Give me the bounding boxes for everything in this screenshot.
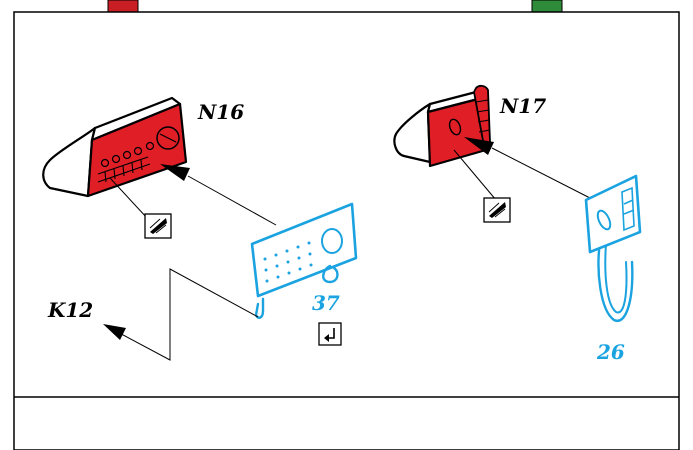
photoetch-26-detail — [621, 186, 635, 232]
bend-arrow-icon — [318, 322, 342, 346]
leader-n17-decal — [453, 149, 497, 201]
assembly-line-26 — [491, 147, 591, 199]
leader-n16-decal — [109, 177, 149, 220]
assembly-arrow-n17 — [464, 137, 494, 155]
header-tab-red — [107, 0, 139, 13]
part-n16-dial-mark — [159, 133, 177, 143]
decal-sheet-icon — [144, 213, 172, 239]
photoetch-26-slot — [596, 209, 612, 231]
photoetch-26-strap — [597, 240, 634, 323]
photoetch-37 — [250, 202, 358, 319]
label-n16: N16 — [197, 100, 244, 124]
photoetch-37-holes — [263, 241, 313, 283]
part-n16-knob-3 — [122, 150, 132, 160]
reference-arrow-k12 — [103, 324, 126, 340]
part-n16-knob-2 — [111, 154, 121, 164]
part-n16-face — [86, 102, 188, 198]
part-n16-knob-5 — [145, 141, 155, 151]
photoetch-37-plate — [250, 202, 358, 298]
part-n17-switch — [448, 118, 462, 136]
part-n17-housing — [393, 102, 432, 164]
photoetch-26-strap-inner — [604, 243, 628, 314]
part-n17 — [393, 84, 491, 168]
part-n17-post-lines — [475, 99, 491, 133]
part-n16-housing — [42, 126, 97, 198]
header-tab-green — [531, 0, 563, 13]
part-n16-knob-4 — [133, 146, 143, 156]
photoetch-37-tab-right — [322, 264, 339, 284]
label-26: 26 — [596, 340, 625, 364]
photoetch-37-dial-hole — [321, 228, 343, 254]
label-k12: K12 — [47, 298, 93, 322]
label-n17: N17 — [499, 94, 546, 118]
part-n16-keys — [97, 156, 151, 183]
label-37: 37 — [312, 291, 340, 315]
part-n16-knob-1 — [100, 158, 110, 168]
reference-line-k12 — [109, 268, 259, 361]
assembly-line-37 — [187, 175, 277, 226]
photoetch-26-plate — [584, 174, 642, 254]
assembly-arrow-n16 — [160, 164, 190, 181]
part-n16 — [42, 96, 188, 198]
photoetch-37-tab-left — [254, 297, 265, 319]
decal-sheet-icon — [483, 197, 511, 223]
photoetch-26 — [584, 174, 642, 323]
